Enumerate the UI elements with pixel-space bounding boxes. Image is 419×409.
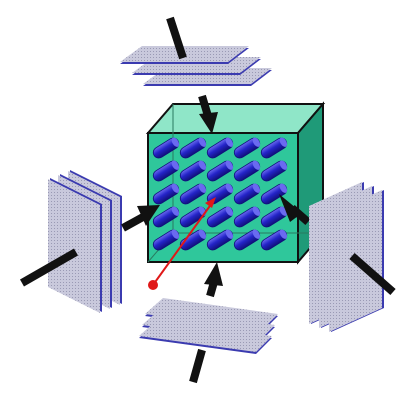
- rod: [179, 160, 207, 182]
- right-force-arrow-shaft-outer: [349, 252, 396, 296]
- rod: [260, 137, 288, 159]
- left-force-arrow: [121, 205, 160, 232]
- plate: [139, 320, 272, 352]
- rod: [233, 183, 261, 205]
- rod: [179, 183, 207, 205]
- rod: [260, 183, 288, 205]
- right-force-arrow: [279, 194, 311, 226]
- cube-top-face: [145, 103, 326, 134]
- right-plate-stack: [309, 182, 384, 332]
- rod: [179, 229, 207, 251]
- director-vector: [148, 197, 216, 290]
- top-arrow-head: [199, 112, 218, 134]
- rod: [206, 160, 234, 182]
- rod: [233, 137, 261, 159]
- bottom-force-arrow-shaft-outer: [189, 348, 206, 384]
- rod: [260, 160, 288, 182]
- left-plate-stack: [48, 170, 122, 313]
- rod: [152, 183, 180, 205]
- director-arrow-shaft: [152, 202, 213, 286]
- rod: [260, 206, 288, 228]
- rod: [152, 229, 180, 251]
- rod: [152, 160, 180, 182]
- rod: [179, 137, 207, 159]
- rod: [152, 206, 180, 228]
- plate: [48, 179, 100, 313]
- top-force-arrow-shaft: [166, 16, 187, 60]
- bottom-plate-stack: [139, 298, 278, 354]
- left-force-arrow-shaft-outer: [20, 248, 78, 287]
- rod: [233, 206, 261, 228]
- bottom-force-arrow: [204, 262, 223, 298]
- rod: [206, 137, 234, 159]
- director-origin-dot: [148, 280, 158, 290]
- rod: [206, 229, 234, 251]
- director-arrow-head: [205, 197, 216, 208]
- right-arrow-head: [279, 194, 302, 222]
- rod: [233, 229, 261, 251]
- rod: [152, 137, 180, 159]
- rod: [233, 160, 261, 182]
- rod: [206, 206, 234, 228]
- liquid-crystal-rods: [152, 137, 288, 251]
- rod: [260, 229, 288, 251]
- left-arrow-head: [137, 205, 160, 226]
- bottom-arrow-head: [204, 262, 223, 286]
- top-force-arrow: [198, 94, 218, 134]
